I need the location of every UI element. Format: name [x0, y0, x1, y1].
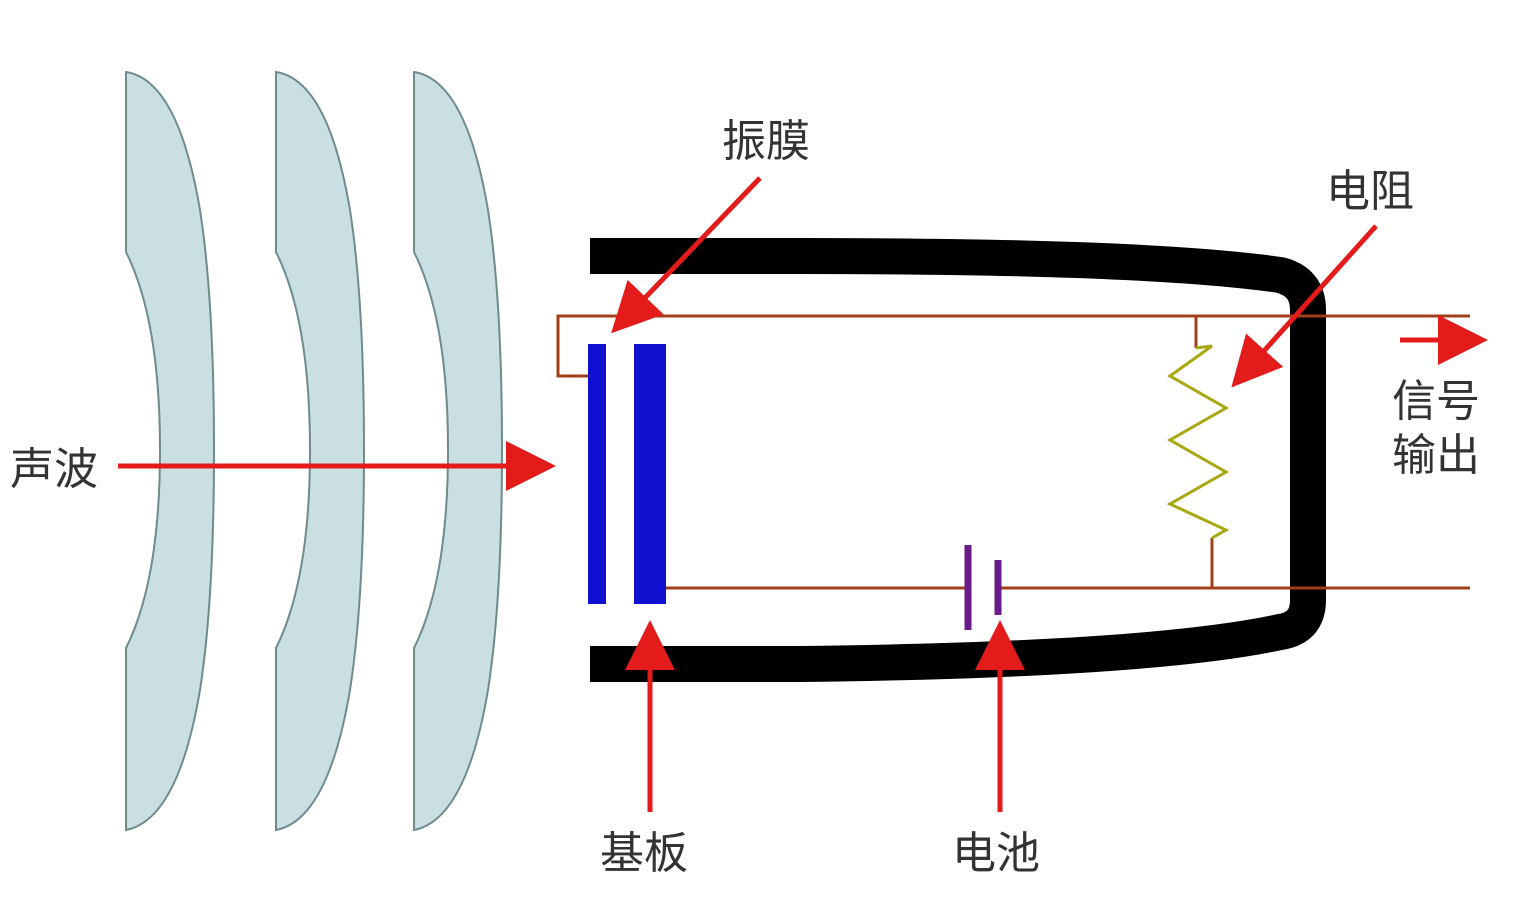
battery-label: 电池	[952, 828, 1040, 879]
sound-wave-fronts	[125, 70, 504, 832]
signal-output-label-line1: 信号	[1392, 376, 1480, 427]
sound-wave-label: 声波	[10, 444, 98, 495]
resistor-label: 电阻	[1326, 166, 1414, 217]
signal-output-label-line2: 输出	[1392, 430, 1480, 481]
top-signal-wire	[556, 314, 1470, 378]
wave-front-2	[275, 70, 366, 832]
substrate-label: 基板	[600, 828, 688, 879]
resistor-zigzag	[1166, 344, 1230, 540]
substrate-plate	[634, 344, 666, 604]
diaphragm-plate	[588, 344, 606, 604]
diaphragm-label: 振膜	[722, 116, 810, 167]
wave-front-3	[413, 70, 504, 832]
resistor-arrow	[1231, 224, 1378, 388]
housing-top-shell	[590, 238, 1326, 682]
battery-symbol	[964, 545, 1002, 630]
circuit-wires	[556, 314, 1470, 590]
diagram-labels: 声波 振膜 电阻 信号 输出 基板 电池	[10, 116, 1480, 879]
wave-front-1	[125, 70, 216, 832]
diaphragm-arrow	[611, 176, 762, 334]
pointer-arrows	[118, 176, 1488, 812]
microphone-housing	[590, 238, 1326, 682]
